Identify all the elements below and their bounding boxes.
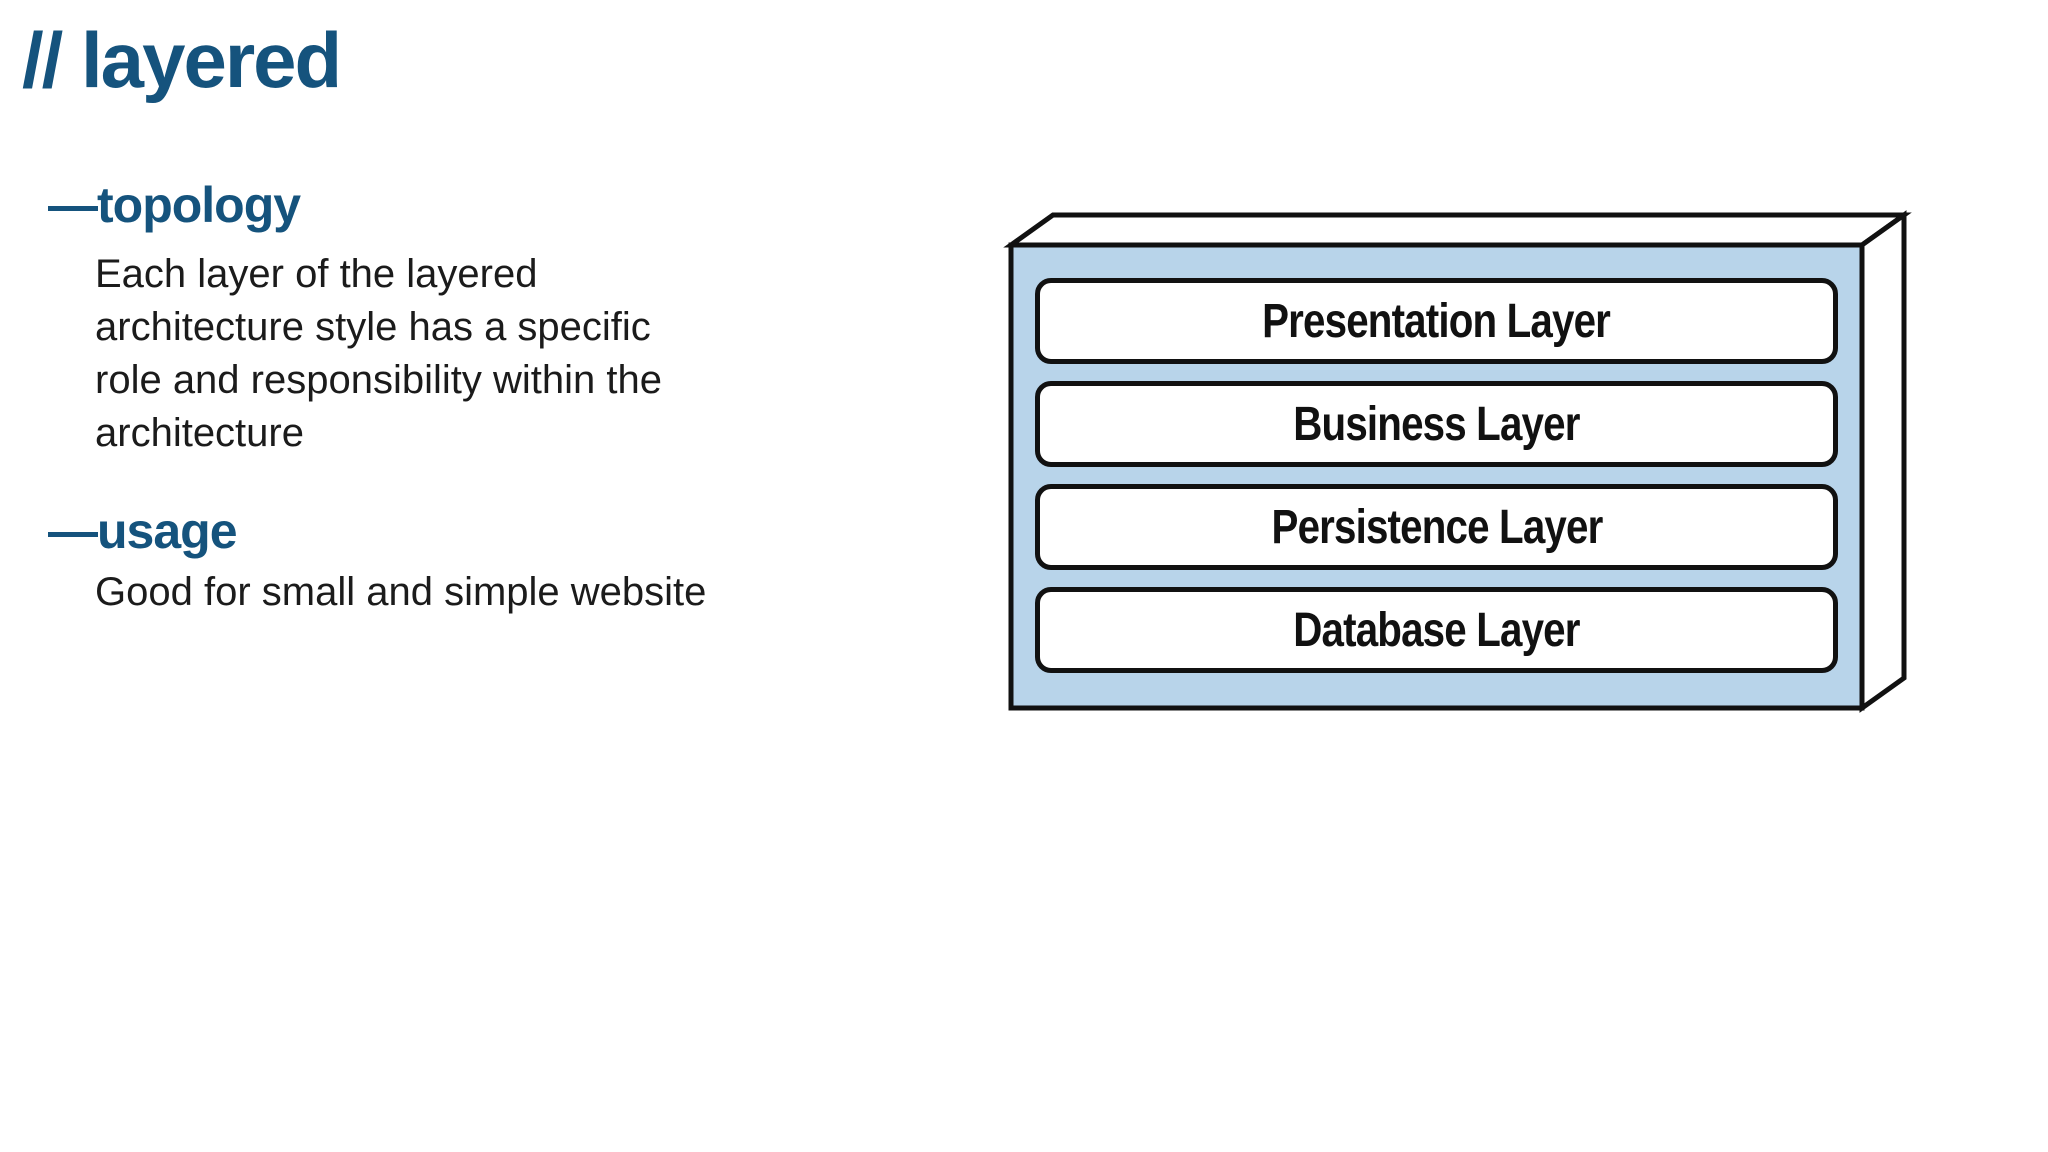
layer-label: Business Layer	[1293, 397, 1580, 451]
usage-paragraph: Good for small and simple website	[95, 566, 706, 619]
text-line: architecture style has a specific	[95, 305, 651, 349]
layer-label: Persistence Layer	[1271, 500, 1603, 554]
text-line: Good for small and simple website	[95, 570, 707, 614]
section-heading-usage: —usage	[48, 503, 238, 559]
layer-box-presentation: Presentation Layer	[1035, 278, 1838, 364]
layered-architecture-diagram: Presentation Layer Business Layer Persis…	[970, 200, 1930, 730]
box-top-face	[1003, 212, 1912, 248]
layer-box-business: Business Layer	[1035, 381, 1838, 467]
page-title: // layered	[22, 16, 342, 104]
text-line: Each layer of the layered	[95, 252, 538, 296]
layer-label: Database Layer	[1293, 603, 1580, 657]
topology-paragraph: Each layer of the layered architecture s…	[95, 248, 662, 460]
layer-box-database: Database Layer	[1035, 587, 1838, 673]
text-line: architecture	[95, 411, 304, 455]
section-heading-topology: —topology	[48, 177, 301, 233]
box-right-face	[1859, 210, 1907, 713]
text-line: role and responsibility within the	[95, 358, 662, 402]
layer-label: Presentation Layer	[1262, 294, 1612, 348]
layer-box-persistence: Persistence Layer	[1035, 484, 1838, 570]
